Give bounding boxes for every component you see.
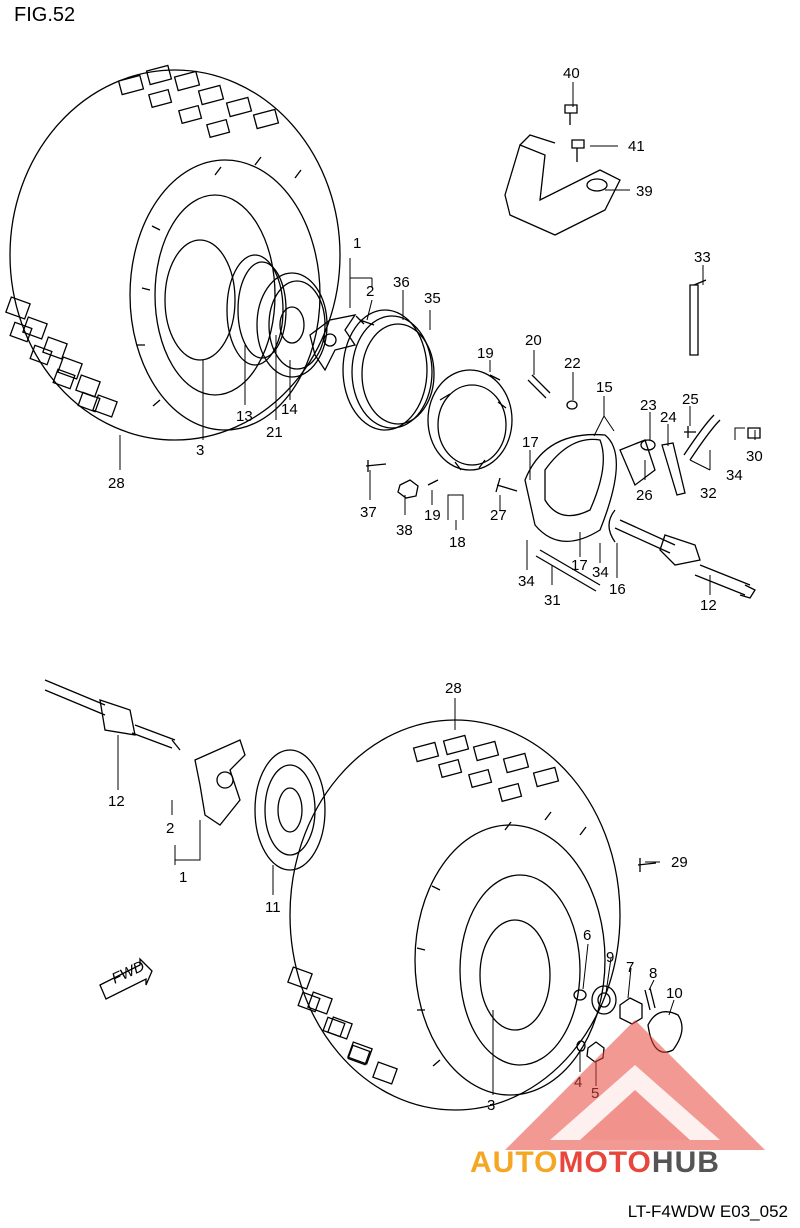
fwd-arrow [99,957,153,1000]
callout-2-lower: 2 [166,820,174,837]
rod-33 [689,279,707,356]
hose-32 [683,414,721,461]
callout-13: 13 [236,408,253,425]
leader-lines [117,82,756,1095]
callout-29: 29 [671,854,688,871]
lower-tire [287,719,621,1111]
callout-3-lower: 3 [487,1097,495,1114]
brake-drum-35-36 [342,309,435,431]
callout-28-upper: 28 [108,475,125,492]
callout-36: 36 [393,274,410,291]
callout-19-lower: 19 [424,507,441,524]
callout-18: 18 [449,534,466,551]
callout-19-upper: 19 [477,345,494,362]
callout-6: 6 [583,927,591,944]
watermark-moto: MOTO [558,1146,651,1179]
brake-panel-15 [524,433,656,543]
callout-24: 24 [660,409,677,426]
callout-20: 20 [525,332,542,349]
callout-8: 8 [649,965,657,982]
callout-7: 7 [626,959,634,976]
callout-28-lower: 28 [445,680,462,697]
bracket-39 [504,134,621,236]
callout-40: 40 [563,65,580,82]
callout-3-upper: 3 [196,442,204,459]
upper-hub-drum [226,254,357,378]
upper-tire [5,64,341,441]
lower-hub-flange [194,739,246,826]
callout-14: 14 [281,401,298,418]
callout-35: 35 [424,290,441,307]
bolts-40-41 [564,104,585,162]
callout-31: 31 [544,592,561,609]
callout-2-upper: 2 [366,283,374,300]
figure-code: LT-F4WDW E03_052 [627,1202,788,1221]
small-parts-upper [355,315,761,592]
callout-labels: 40 41 39 33 1 2 36 35 20 22 19 15 23 24 … [108,65,763,1114]
callout-41: 41 [628,138,645,155]
callout-34-upper-right: 34 [726,467,743,484]
callout-9: 9 [606,949,614,966]
callout-34-lower-left: 34 [518,573,535,590]
brake-disc-11 [254,749,326,871]
callout-17-upper: 17 [522,434,539,451]
callout-15: 15 [596,379,613,396]
callout-1-lower: 1 [179,869,187,886]
callout-16: 16 [609,581,626,598]
callout-26: 26 [636,487,653,504]
callout-39: 39 [636,183,653,200]
callout-21: 21 [266,424,283,441]
callout-30: 30 [746,448,763,465]
callout-11: 11 [265,899,281,916]
callout-1-upper: 1 [353,235,361,252]
callout-10: 10 [666,985,683,1002]
callout-23: 23 [640,397,657,414]
callout-27: 27 [490,507,507,524]
figure-title: FIG.52 [14,4,76,26]
brake-shoes-18 [427,369,513,471]
callout-38: 38 [396,522,413,539]
svg-text:AUTOMOTOHUB: AUTOMOTOHUB [470,1146,720,1179]
callout-33: 33 [694,249,711,266]
callout-37: 37 [360,504,377,521]
callout-12-lower: 12 [108,793,125,810]
callout-12-upper: 12 [700,597,717,614]
callout-32: 32 [700,485,717,502]
watermark-auto: AUTO [470,1146,558,1179]
watermark-hub: HUB [652,1146,720,1179]
watermark-logo: AUTOMOTOHUB [470,1020,765,1179]
lower-drive-shaft-12 [44,679,181,751]
callout-25: 25 [682,391,699,408]
callout-22: 22 [564,355,581,372]
callout-17-lower: 17 [571,557,588,574]
callout-34-lower-middle: 34 [592,564,609,581]
rear-axle-12-upper [614,519,756,599]
